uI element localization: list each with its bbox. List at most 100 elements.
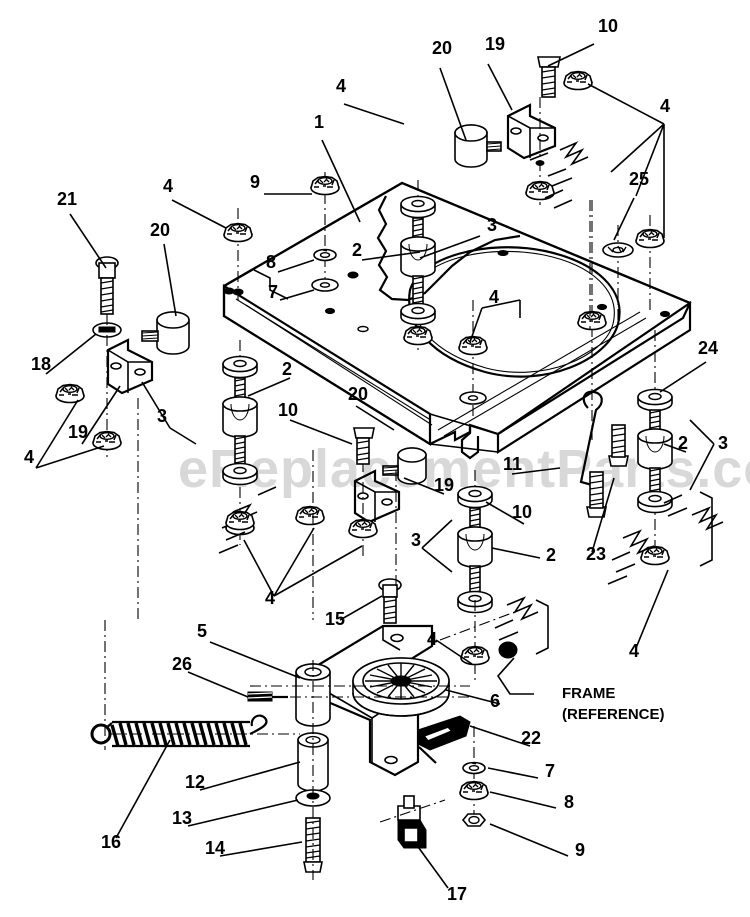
- callout-7: 7: [268, 282, 278, 302]
- idler-pulley: [352, 657, 450, 717]
- extension-spring: [90, 714, 268, 748]
- callout-6: 6: [490, 691, 500, 711]
- flange-lock-nut: [577, 310, 607, 331]
- hex-nut: [462, 813, 486, 827]
- frame-reference-line2: (REFERENCE): [562, 706, 665, 723]
- fastener-center-deck: [458, 300, 488, 420]
- hex-head-bolt-small: [353, 427, 375, 465]
- callout-3: 3: [718, 433, 728, 453]
- threaded-stud: [469, 565, 481, 595]
- belt-guide: [417, 715, 471, 764]
- flat-washer-large: [400, 195, 436, 219]
- callout-2: 2: [282, 359, 292, 379]
- callout-12: 12: [185, 772, 205, 792]
- callout-8: 8: [266, 252, 276, 272]
- flat-washer-upper: [637, 388, 673, 412]
- callout-18: 18: [31, 354, 51, 374]
- pivot-bushing: [297, 732, 329, 792]
- callout-16: 16: [101, 832, 121, 852]
- flat-washer: [459, 391, 487, 405]
- flange-lock-nut: [225, 510, 255, 531]
- callout-2: 2: [546, 545, 556, 565]
- callout-7: 7: [545, 761, 555, 781]
- vibration-isolator-mount: [457, 526, 493, 568]
- flange-lock-nut: [563, 70, 593, 91]
- threaded-stud: [412, 275, 424, 305]
- callout-15: 15: [325, 609, 345, 629]
- leader-line-group: [35, 43, 715, 889]
- flat-washer: [311, 278, 339, 292]
- callout-4: 4: [629, 641, 639, 661]
- callout-20: 20: [348, 384, 368, 404]
- bracket-clip-17: [379, 795, 446, 849]
- flat-washer: [462, 761, 486, 775]
- spacer-washer: [602, 242, 634, 258]
- bracket-assembly-left: [55, 256, 190, 460]
- callout-20: 20: [150, 220, 170, 240]
- flange-lock-nut: [310, 175, 340, 196]
- callout-10: 10: [512, 502, 532, 522]
- flange-lock-nut: [92, 430, 122, 451]
- flange-lock-nut: [223, 222, 253, 243]
- frame-break-symbol-group: [529, 141, 589, 209]
- isolator-assembly-center-lower: [457, 470, 493, 615]
- rubber-bumper-mid: [382, 447, 427, 485]
- flat-washer-large: [222, 355, 258, 379]
- flange-lock-nut: [295, 505, 325, 526]
- callout-4: 4: [489, 287, 499, 307]
- callout-1: 1: [314, 112, 324, 132]
- drive-belt: [408, 246, 621, 378]
- flat-washer-large: [222, 462, 258, 486]
- deck-hole: [347, 271, 359, 279]
- callout-19: 19: [485, 34, 505, 54]
- callout-26: 26: [172, 654, 192, 674]
- flange-lock-nut: [55, 383, 85, 404]
- callout-4: 4: [660, 96, 670, 116]
- threaded-stud: [234, 435, 246, 465]
- spacer-washer-group: [577, 200, 665, 440]
- bracket-assembly-lower-left: [225, 427, 401, 560]
- idler-arm-pivot-spacer: [295, 663, 331, 727]
- callout-4: 4: [163, 176, 173, 196]
- frame-break-symbol-bottom: [494, 596, 549, 655]
- spring-anchor-pin: [247, 691, 288, 702]
- frame-reference-line1: FRAME: [562, 685, 615, 702]
- flange-lock-nut: [635, 228, 665, 249]
- flat-washer-large: [457, 485, 493, 509]
- callout-22: 22: [521, 728, 541, 748]
- callout-3: 3: [157, 406, 167, 426]
- rubber-bumper-top: [454, 124, 502, 168]
- callout-17: 17: [447, 884, 467, 904]
- lock-washer: [313, 248, 337, 262]
- frame-reference-dot: [498, 641, 518, 659]
- callout-5: 5: [197, 621, 207, 641]
- flange-lock-nut: [525, 180, 555, 201]
- callout-10: 10: [278, 400, 298, 420]
- callout-25: 25: [629, 169, 649, 189]
- callout-19: 19: [68, 422, 88, 442]
- vibration-isolator-mount: [222, 396, 258, 438]
- isolator-assembly-right: [637, 330, 673, 566]
- flat-washer-large: [400, 302, 436, 326]
- callout-10: 10: [598, 16, 618, 36]
- vibration-isolator-mount: [400, 236, 436, 278]
- callout-label-group: 10 19 20 4 4 1 9 4 25 21 3 20 8 2 7 4 18…: [24, 16, 728, 904]
- hex-head-bolt: [537, 56, 561, 98]
- fastener-stack-left-deck: [310, 172, 340, 292]
- rubber-bumper-left: [141, 311, 190, 355]
- shoulder-bolt-15: [378, 578, 402, 624]
- callout-9: 9: [250, 172, 260, 192]
- lock-washer: [459, 780, 489, 801]
- callout-13: 13: [172, 808, 192, 828]
- callout-2: 2: [352, 240, 362, 260]
- flange-lock-nut: [403, 325, 433, 346]
- callout-14: 14: [205, 838, 225, 858]
- callout-20: 20: [432, 38, 452, 58]
- callout-3: 3: [411, 530, 421, 550]
- callout-23: 23: [586, 544, 606, 564]
- hex-head-bolt-10-right: [586, 471, 607, 518]
- callout-3: 3: [487, 215, 497, 235]
- belt-keeper-rod: [460, 425, 480, 460]
- construction-centerline-group: [104, 200, 591, 750]
